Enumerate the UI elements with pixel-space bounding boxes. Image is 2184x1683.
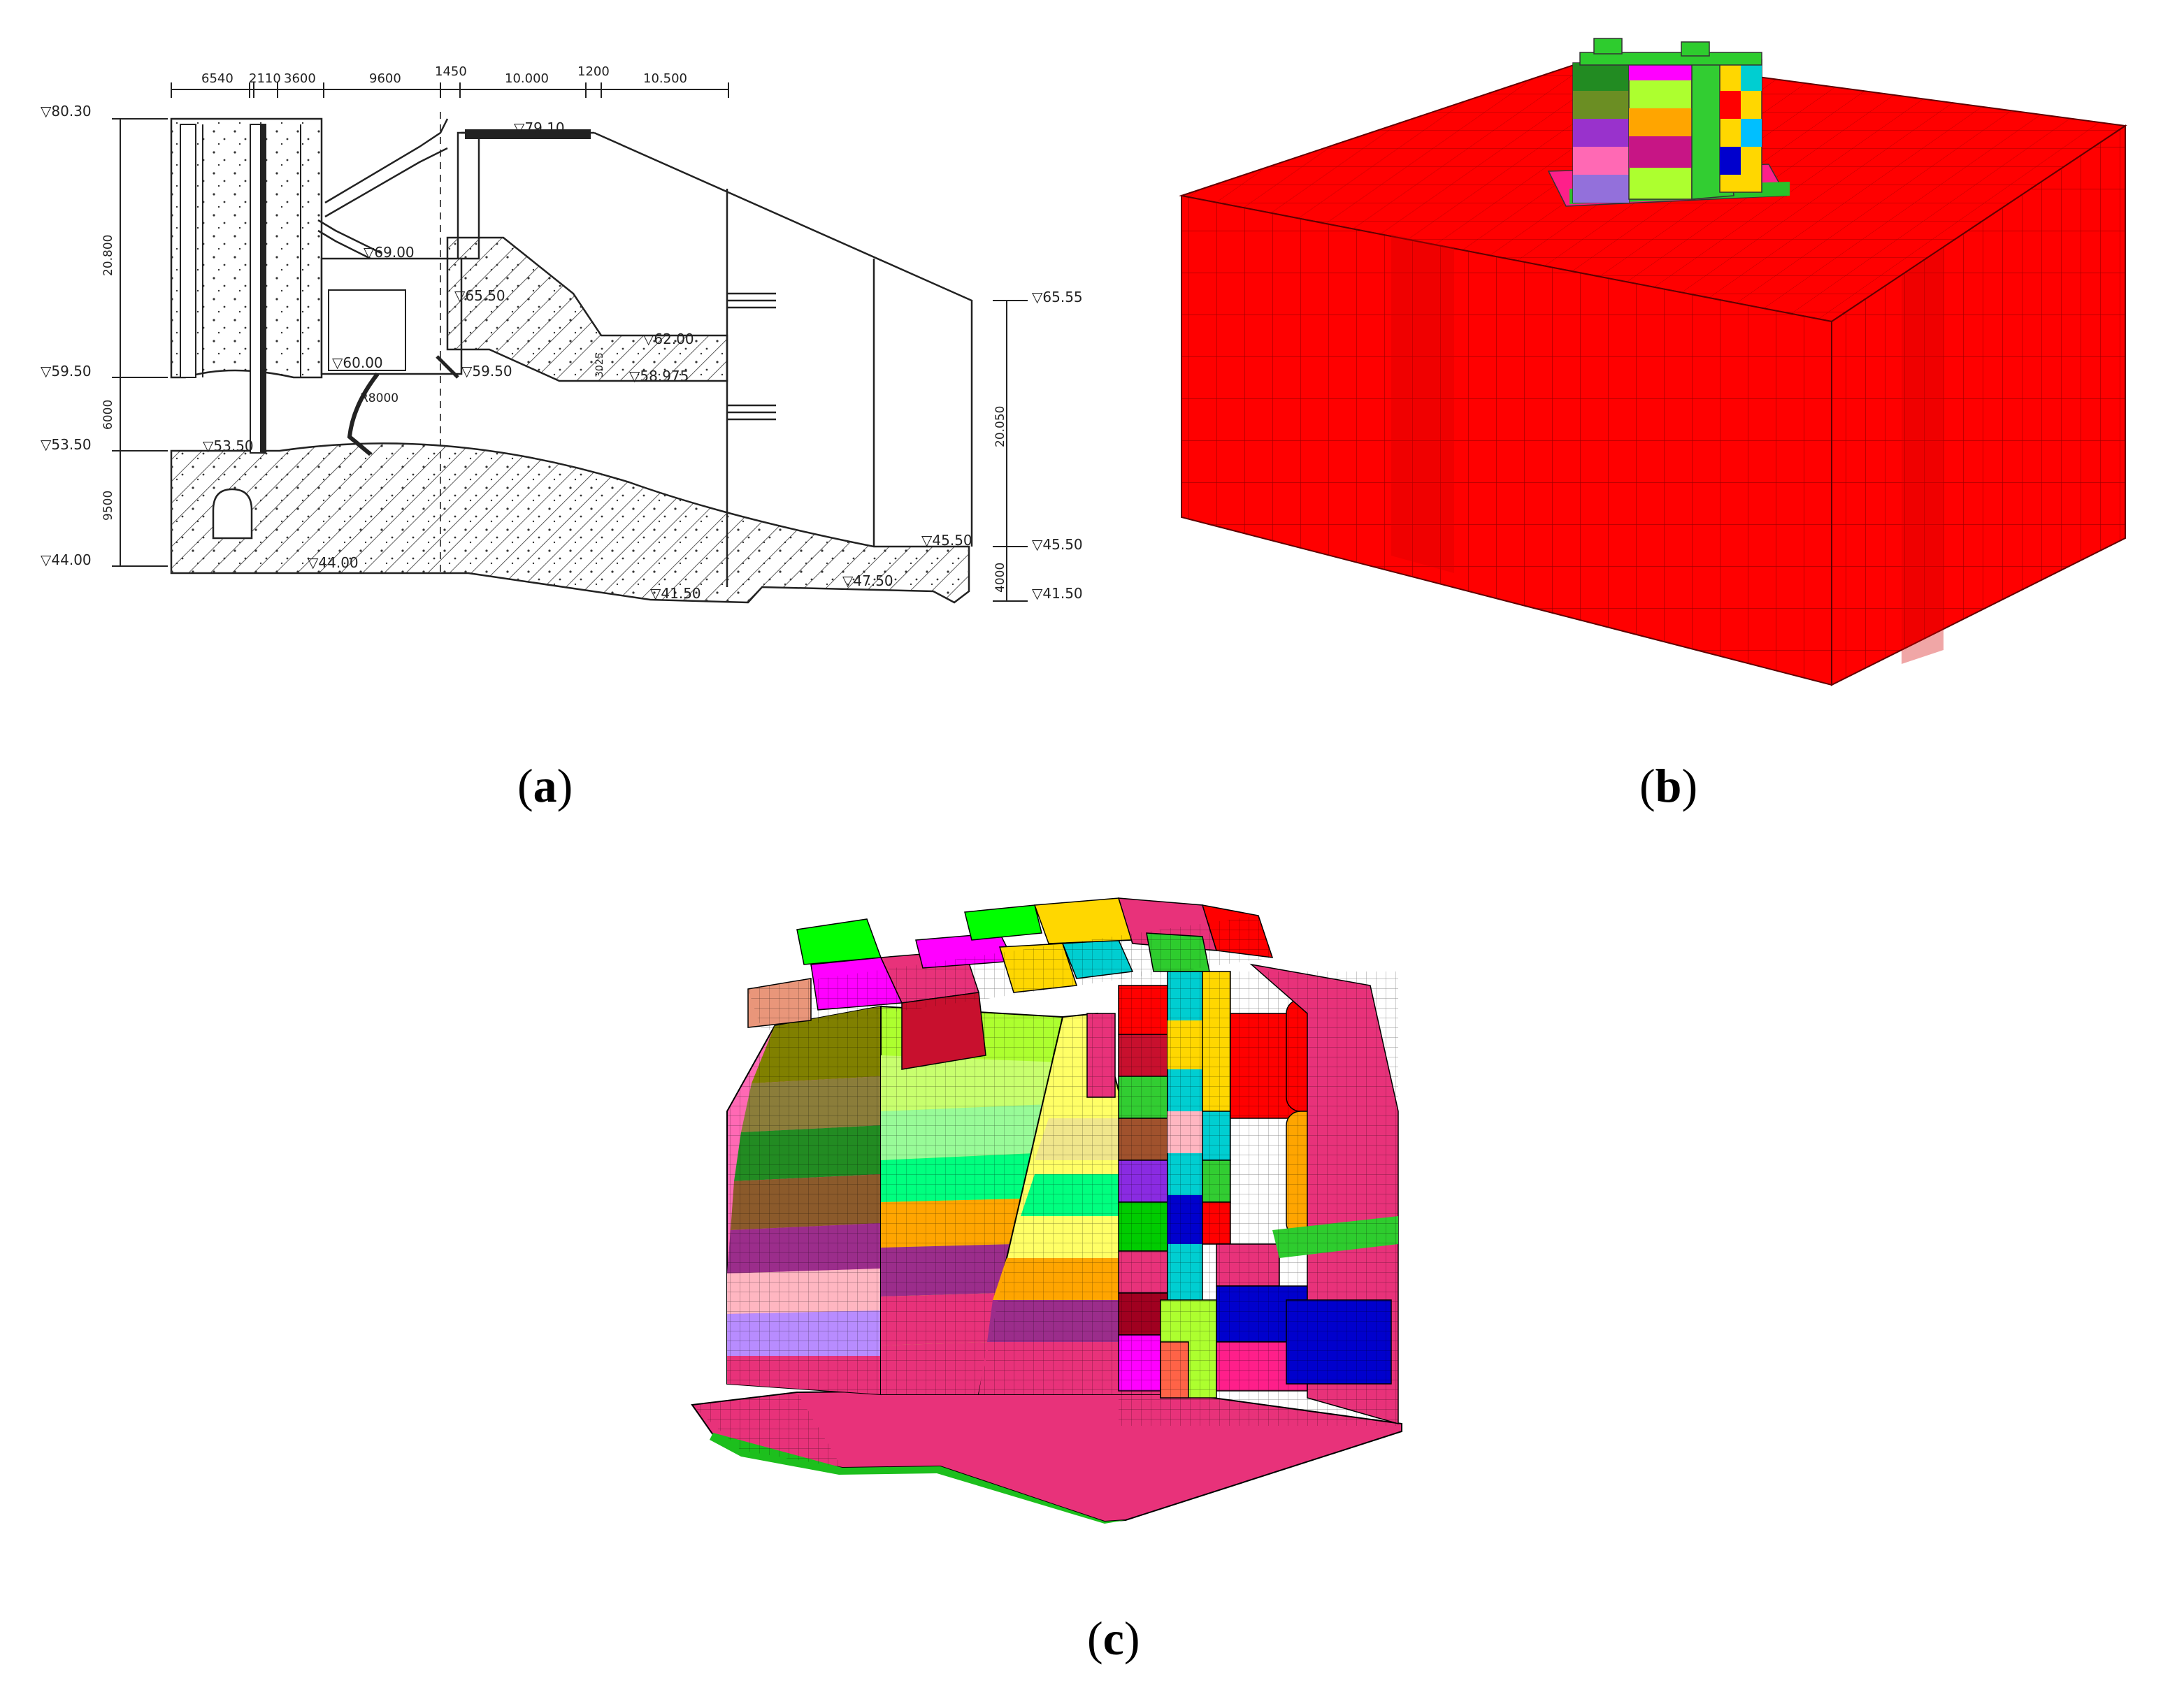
right-elev-41-50: ▽41.50 bbox=[1032, 585, 1083, 602]
top-dim-1: 6540 bbox=[201, 71, 234, 86]
left-dim-9500: 9500 bbox=[101, 491, 115, 521]
sluice-right-blocks bbox=[1118, 963, 1399, 1426]
elev-44-00-bottom: ▽44.00 bbox=[308, 554, 359, 571]
caption-b: (b) bbox=[1639, 759, 1698, 812]
sluice-mesh-svg bbox=[691, 897, 1402, 1524]
breast-wall bbox=[446, 236, 728, 382]
small-dim-3025: 3025 bbox=[594, 352, 605, 377]
elev-69-00: ▽69.00 bbox=[364, 244, 415, 261]
left-elevation-labels: ▽80.30 ▽59.50 ▽53.50 ▽44.00 bbox=[41, 103, 92, 568]
elev-58-975: ▽58.975 bbox=[629, 368, 689, 384]
right-dim-4000: 4000 bbox=[993, 563, 1007, 593]
left-elev-80-30: ▽80.30 bbox=[41, 103, 92, 120]
mesh-dense-band-2 bbox=[1902, 248, 1944, 664]
panel-b-foundation-mesh bbox=[1161, 21, 2167, 727]
section-drawing-svg: 6540 2110 3600 9600 1450 10.000 1200 10.… bbox=[41, 64, 1083, 604]
elev-60-00: ▽60.00 bbox=[332, 354, 383, 371]
top-dimension-labels: 6540 2110 3600 9600 1450 10.000 1200 10.… bbox=[201, 64, 687, 86]
foundation-mesh-svg bbox=[1179, 38, 2127, 686]
right-dim-20050: 20.050 bbox=[993, 406, 1007, 447]
top-dim-6: 10.000 bbox=[505, 71, 549, 86]
right-elev-45-50: ▽45.50 bbox=[1032, 536, 1083, 553]
right-dimension-labels: 20.050 4000 bbox=[993, 406, 1007, 593]
elev-45-50-inner: ▽45.50 bbox=[921, 532, 972, 549]
left-dim-6000: 6000 bbox=[101, 400, 115, 430]
top-dimension-line bbox=[171, 82, 729, 98]
left-dim-20800: 20.800 bbox=[101, 235, 115, 276]
caption-a: (a) bbox=[517, 759, 573, 812]
top-dim-4: 9600 bbox=[369, 71, 401, 86]
radius-label: R8000 bbox=[360, 391, 398, 405]
foundation-right-face bbox=[1831, 124, 2126, 686]
caption-c: (c) bbox=[1087, 1612, 1140, 1665]
mesh-dense-band-1 bbox=[1391, 234, 1454, 573]
left-elev-44-00: ▽44.00 bbox=[41, 551, 92, 568]
upstream-pier bbox=[170, 117, 323, 454]
left-elevation-scale bbox=[112, 118, 168, 567]
top-dim-3: 3600 bbox=[284, 71, 316, 86]
top-dim-5: 1450 bbox=[435, 64, 467, 79]
panel-c-sluice-mesh bbox=[671, 881, 1419, 1538]
sluice-structure-small bbox=[1547, 38, 1790, 207]
base-slab bbox=[170, 442, 970, 604]
left-elev-59-50: ▽59.50 bbox=[41, 363, 92, 380]
elev-59-50-inner: ▽59.50 bbox=[461, 363, 512, 380]
left-elev-53-50: ▽53.50 bbox=[41, 436, 92, 453]
elev-62-00: ▽62.00 bbox=[643, 331, 694, 347]
top-dim-7: 1200 bbox=[577, 64, 610, 79]
drainage-gallery bbox=[212, 488, 253, 540]
top-dim-8: 10.500 bbox=[643, 71, 687, 86]
right-elevation-labels: ▽65.55 ▽45.50 ▽41.50 bbox=[1032, 289, 1083, 602]
panel-a-section-drawing: 6540 2110 3600 9600 1450 10.000 1200 10.… bbox=[0, 0, 1091, 755]
downstream-outline bbox=[440, 112, 973, 587]
left-dimension-labels: 20.800 6000 9500 bbox=[101, 235, 115, 521]
elev-41-50-inner: ▽41.50 bbox=[650, 585, 701, 602]
right-elev-65-55: ▽65.55 bbox=[1032, 289, 1083, 305]
gate-chamber bbox=[320, 257, 463, 456]
top-dim-2: 2110 bbox=[249, 71, 281, 86]
elev-53-50-inner: ▽53.50 bbox=[203, 438, 254, 454]
sluice-left-body bbox=[726, 1005, 882, 1396]
elev-65-50: ▽65.50 bbox=[454, 287, 505, 304]
right-elevation-scale bbox=[993, 300, 1028, 602]
elev-47-50: ▽47.50 bbox=[842, 572, 893, 589]
elev-79-10: ▽79.10 bbox=[514, 120, 565, 136]
sluice-top-blocks bbox=[747, 897, 1274, 1070]
sluice-middle-body bbox=[880, 1005, 1064, 1395]
